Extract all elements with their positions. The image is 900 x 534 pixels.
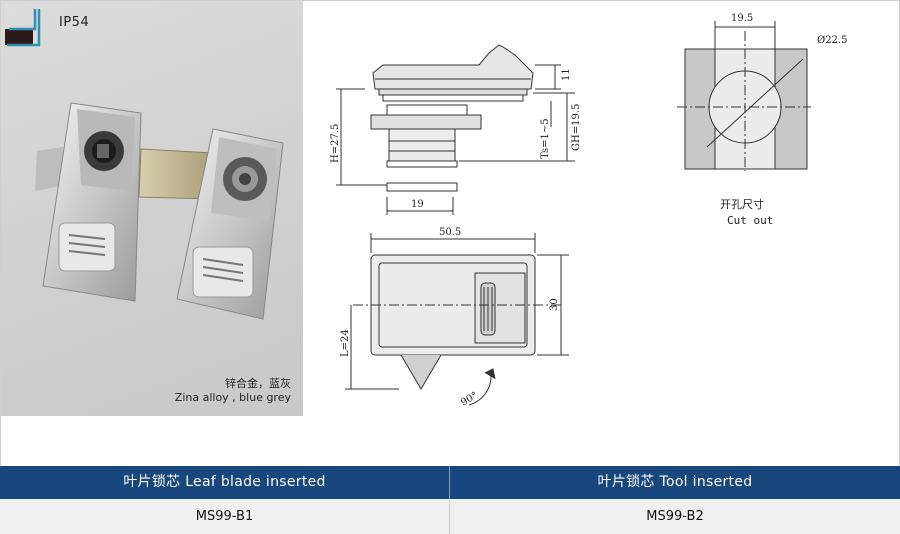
dim-height: 30 (549, 298, 560, 311)
dim-gh: GH=19.5 (571, 104, 582, 151)
dim-ts: Ts=1~5 (540, 118, 551, 159)
model-b2: MS99-B2 (646, 509, 704, 524)
ip-rating-icon (5, 9, 41, 47)
cutout-diameter: Ø22.5 (817, 35, 847, 46)
lock-product-image (35, 102, 284, 320)
model-b1: MS99-B1 (0, 499, 450, 534)
header-tool: 叶片锁芯 Tool inserted (597, 474, 753, 490)
material-label-en: Zina alloy , blue grey (174, 391, 291, 404)
dim-l: L=24 (340, 329, 351, 357)
model-table: 叶片锁芯 Leaf blade inserted 叶片锁芯 Tool inser… (0, 466, 900, 534)
dim-19: 19 (411, 199, 424, 210)
dim-h: H=27.5 (330, 124, 341, 163)
table-row: MS99-B1 MS99-B2 (0, 499, 900, 534)
header-leaf-blade: 叶片锁芯 Leaf blade inserted (0, 466, 450, 499)
product-photo-panel: IP54 (1, 1, 303, 416)
technical-drawing: H=27.5 11 GH=19.5 Ts=1~5 19 50.5 30 L=24… (330, 13, 847, 409)
material-label-cn: 锌合金，蓝灰 (225, 377, 291, 390)
dim-width: 50.5 (439, 227, 461, 238)
dim-rotation: 90° (459, 390, 480, 408)
cutout-label-cn: 开孔尺寸 (720, 198, 764, 211)
table-header: 叶片锁芯 Leaf blade inserted 叶片锁芯 Tool inser… (0, 466, 900, 499)
cutout-label-en: Cut out (727, 214, 774, 227)
ip-rating-label: IP54 (59, 15, 90, 30)
dim-top: 11 (561, 68, 572, 81)
cutout-width: 19.5 (731, 13, 753, 24)
